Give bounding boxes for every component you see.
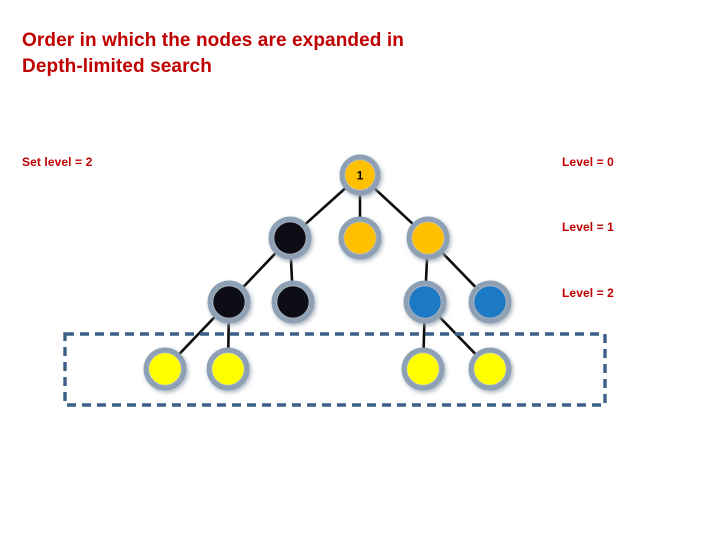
node-ring xyxy=(207,280,251,324)
tree-node-n2b[interactable] xyxy=(271,280,315,324)
tree-edge xyxy=(424,257,429,283)
set-level-label: Set level = 2 xyxy=(22,155,93,169)
node-ring xyxy=(468,280,512,324)
tree-node-n3c[interactable] xyxy=(401,347,445,391)
node-ring xyxy=(468,347,512,391)
node-order-label: 1 xyxy=(357,169,364,183)
node-core xyxy=(412,222,444,254)
node-ring xyxy=(406,216,450,260)
tree-node-n3a[interactable] xyxy=(143,347,187,391)
tree-node-n1a[interactable] xyxy=(268,216,312,260)
tree-edge xyxy=(289,257,294,283)
tree-node-n3b[interactable] xyxy=(206,347,250,391)
depth-limit-boundary xyxy=(63,332,607,407)
tree-edge xyxy=(373,187,414,226)
node-core xyxy=(213,286,245,318)
node-core xyxy=(277,286,309,318)
node-ring xyxy=(206,347,250,391)
page-title-line1: Order in which the nodes are expanded in xyxy=(22,30,404,51)
node-core xyxy=(212,353,244,385)
depth-limit-box xyxy=(63,332,607,407)
tree-edge xyxy=(422,321,426,350)
tree-node-n2d[interactable] xyxy=(468,280,512,324)
tree-edge xyxy=(304,187,347,226)
tree-node-n1c[interactable] xyxy=(406,216,450,260)
node-ring xyxy=(271,280,315,324)
level-2-label: Level = 2 xyxy=(562,286,614,300)
tree-nodes: 1 xyxy=(143,154,512,391)
level-1-label: Level = 1 xyxy=(562,220,614,234)
tree-node-n2c[interactable] xyxy=(403,280,447,324)
level-0-label: Level = 0 xyxy=(562,155,614,169)
node-ring xyxy=(143,347,187,391)
node-ring xyxy=(401,347,445,391)
node-ring xyxy=(338,216,382,260)
node-core xyxy=(409,286,441,318)
node-ring xyxy=(339,154,381,196)
page-title: Order in which the nodes are expanded in… xyxy=(22,28,582,79)
node-core xyxy=(274,222,306,254)
tree-edge xyxy=(441,251,477,289)
node-core xyxy=(149,353,181,385)
node-ring xyxy=(268,216,312,260)
tree-edges xyxy=(178,187,477,356)
tree-edge xyxy=(178,315,216,356)
node-core xyxy=(474,286,506,318)
tree-node-n3d[interactable] xyxy=(468,347,512,391)
node-core xyxy=(344,222,376,254)
tree-node-n2a[interactable] xyxy=(207,280,251,324)
node-core xyxy=(345,160,375,190)
tree-node-n1b[interactable] xyxy=(338,216,382,260)
node-core xyxy=(407,353,439,385)
tree-node-root[interactable]: 1 xyxy=(339,154,381,196)
node-ring xyxy=(403,280,447,324)
page-title-line2: Depth-limited search xyxy=(22,55,212,77)
tree-edge xyxy=(242,251,277,289)
node-core xyxy=(474,353,506,385)
